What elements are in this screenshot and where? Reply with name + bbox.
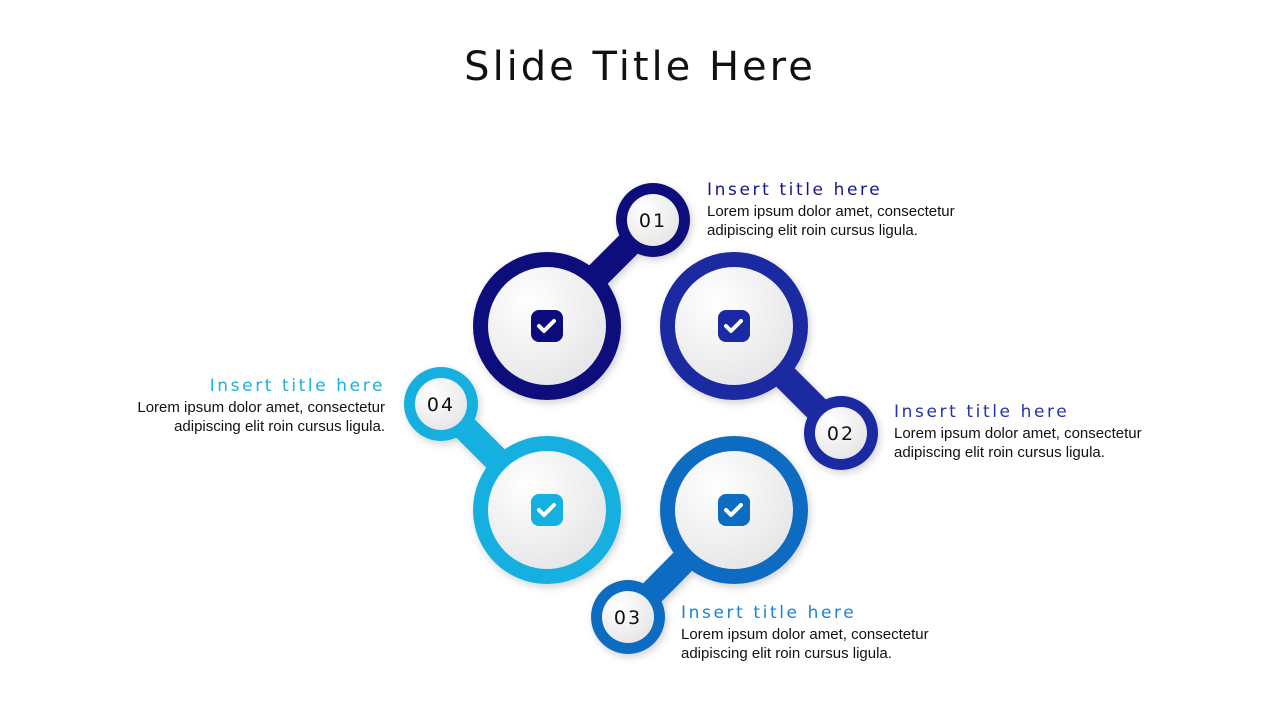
checkbox-check-icon — [531, 310, 563, 342]
step-title: Insert title here — [209, 376, 385, 396]
slide-title: Slide Title Here — [464, 44, 816, 90]
step-title: Insert title here — [707, 180, 883, 200]
step-02-text: Insert title here Lorem ipsum dolor amet… — [894, 402, 1194, 462]
step-number: 01 — [639, 210, 667, 232]
small-inner — [415, 378, 467, 430]
step-number: 03 — [614, 607, 642, 629]
step-04-text: Insert title here Lorem ipsum dolor amet… — [85, 376, 385, 436]
step-02-node: 02 — [660, 252, 878, 470]
small-inner — [602, 591, 654, 643]
step-04-node: 04 — [404, 367, 621, 584]
step-title: Insert title here — [681, 603, 857, 623]
step-number: 02 — [827, 423, 855, 445]
checkbox-check-icon — [531, 494, 563, 526]
step-03-text: Insert title here Lorem ipsum dolor amet… — [681, 603, 981, 663]
small-inner — [815, 407, 867, 459]
step-title: Insert title here — [894, 402, 1070, 422]
checkbox-check-icon — [718, 494, 750, 526]
step-number: 04 — [427, 394, 455, 416]
step-01-node: 01 — [473, 183, 690, 400]
step-03-node: 03 — [591, 436, 808, 654]
checkbox-check-icon — [718, 310, 750, 342]
step-01-text: Insert title here Lorem ipsum dolor amet… — [707, 180, 1007, 240]
small-inner — [627, 194, 679, 246]
